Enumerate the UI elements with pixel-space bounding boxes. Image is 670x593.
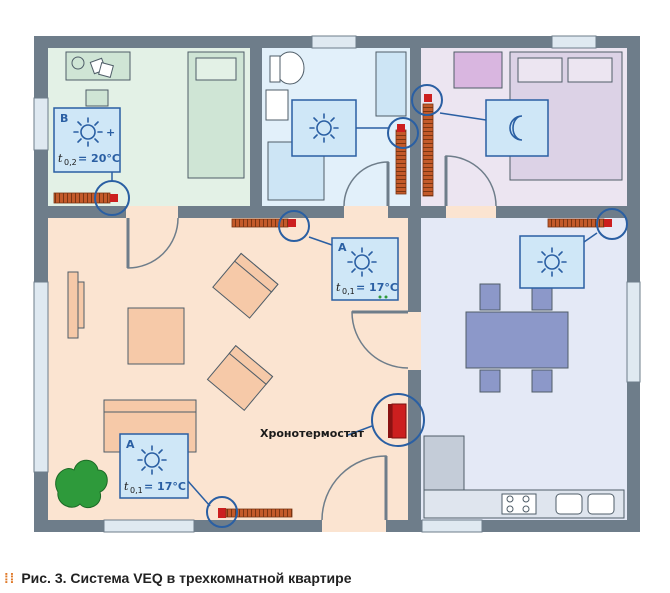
heater-bathroom <box>395 124 407 195</box>
sensor-highlight-circles <box>94 84 628 528</box>
desk-left <box>65 51 131 107</box>
control-panel-a-bottom: A t 0,1 = 17°C <box>119 433 189 499</box>
room-b-letter: B <box>60 112 68 125</box>
temp-b-subscript: 0,2 <box>64 158 77 167</box>
moon-icon <box>509 115 523 141</box>
room-a-letter: A <box>338 241 347 254</box>
plant-icon <box>55 459 108 508</box>
control-panel-bedroom-right <box>485 99 549 157</box>
caption-bullet-icon: ⁞⁞ <box>4 570 16 586</box>
heater-living-top <box>231 218 296 228</box>
temp-b-symbol: t <box>58 152 63 165</box>
kitchen-counter <box>423 435 625 519</box>
control-panel-b: B + t 0,2 = 20°C <box>53 107 121 173</box>
heater-living-bottom <box>218 508 293 518</box>
living-furniture <box>67 252 279 453</box>
temp-a2-value: = 17°C <box>144 480 186 493</box>
plus-icon: + <box>106 126 115 139</box>
temp-a-symbol: t <box>336 281 341 294</box>
temp-a-value: = 17°C <box>356 281 398 294</box>
figure-caption: ⁞⁞ Рис. 3. Система VEQ в трехкомнатной кв… <box>4 570 352 586</box>
doors <box>126 155 497 532</box>
room-a2-letter: A <box>126 438 135 451</box>
temp-b-value: = 20°C <box>78 152 120 165</box>
windows <box>33 35 641 533</box>
caption-figure-number: Рис. 3. <box>21 570 67 586</box>
dining-set <box>465 283 569 393</box>
temp-a2-symbol: t <box>124 480 129 493</box>
temp-a-subscript: 0,1 <box>342 287 355 296</box>
heater-bedroom-right <box>422 94 434 197</box>
temp-a2-subscript: 0,1 <box>130 486 143 495</box>
connector-lines <box>111 112 598 507</box>
chronothermostat-device <box>388 403 407 439</box>
heater-kitchen <box>547 218 612 228</box>
control-panel-a-top: A t 0,1 = 17°C <box>331 237 399 301</box>
chronothermostat-label: Хронотермостат <box>260 427 365 440</box>
heater-bedroom-left <box>53 192 118 204</box>
control-panel-kitchen <box>519 235 585 289</box>
caption-text: Система VEQ в трехкомнатной квартире <box>70 570 352 586</box>
bed-left <box>187 51 245 179</box>
control-panel-bathroom <box>291 99 357 157</box>
